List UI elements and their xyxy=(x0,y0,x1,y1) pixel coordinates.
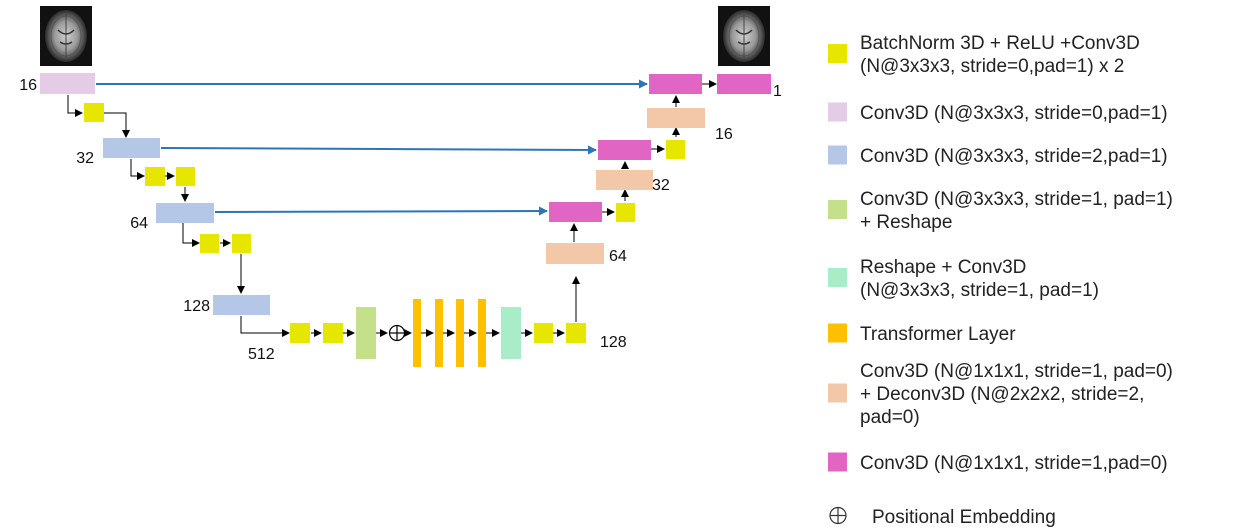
label-enc3: 64 xyxy=(130,215,148,232)
legend-swatch-lilac xyxy=(828,102,847,122)
skip-connections xyxy=(96,79,648,216)
legend-text: + Deconv3D (N@2x2x2, stride=2, xyxy=(860,384,1144,405)
label-dec-bottom: 128 xyxy=(600,334,627,351)
yellow-block xyxy=(616,203,635,222)
legend-item: Positional Embedding xyxy=(829,506,1056,528)
yellow-block xyxy=(290,323,310,343)
legend-item: Reshape + Conv3D(N@3x3x3, stride=1, pad=… xyxy=(828,257,1099,301)
pink-block xyxy=(549,202,602,222)
legend-swatch-peach xyxy=(828,383,847,403)
legend-text: Conv3D (N@3x3x3, stride=1, pad=1) xyxy=(860,189,1173,210)
blue-block xyxy=(213,295,270,315)
transformer-layer xyxy=(413,299,421,367)
legend-text: (N@3x3x3, stride=0,pad=1) x 2 xyxy=(860,56,1124,77)
mint-block xyxy=(501,307,521,359)
legend-swatch-yellow xyxy=(828,44,847,63)
legend-item: Conv3D (N@1x1x1, stride=1,pad=0) xyxy=(828,452,1168,474)
yellow-block xyxy=(176,167,195,186)
legend-swatch-mint xyxy=(828,268,847,287)
yellow-block xyxy=(232,234,251,253)
legend-text: BatchNorm 3D + ReLU +Conv3D xyxy=(860,33,1140,54)
yellow-block xyxy=(84,103,104,122)
yellow-block xyxy=(666,140,685,159)
legend-text: + Reshape xyxy=(860,212,952,233)
label-dec1: 16 xyxy=(715,126,733,143)
yellow-block xyxy=(534,323,553,343)
peach-block xyxy=(546,243,604,264)
transformer-layer xyxy=(435,299,443,367)
pink-block xyxy=(717,74,771,94)
legend-text: Conv3D (N@1x1x1, stride=1, pad=0) xyxy=(860,361,1173,382)
yellow-block xyxy=(200,234,219,253)
legend: BatchNorm 3D + ReLU +Conv3D(N@3x3x3, str… xyxy=(828,33,1173,528)
legend-swatch-pink xyxy=(828,452,847,472)
transformer-layer xyxy=(478,299,486,367)
yellow-block xyxy=(566,323,586,343)
output-brain-image xyxy=(718,6,770,66)
legend-text: pad=0) xyxy=(860,407,920,428)
input-brain-image xyxy=(40,6,92,66)
transformer-layer xyxy=(456,299,464,367)
legend-text: Conv3D (N@3x3x3, stride=0,pad=1) xyxy=(860,103,1168,124)
lilac-conv-block xyxy=(40,73,95,94)
encoder-blocks xyxy=(40,73,270,315)
oplus-icon xyxy=(388,324,406,342)
oplus-icon xyxy=(829,506,847,525)
label-dec2: 32 xyxy=(652,177,670,194)
label-bottleneck: 512 xyxy=(248,346,275,363)
legend-text: (N@3x3x3, stride=1, pad=1) xyxy=(860,280,1099,301)
decoder-blocks xyxy=(546,74,771,264)
legend-swatch-blue xyxy=(828,145,847,165)
legend-text: Reshape + Conv3D xyxy=(860,257,1026,278)
flow-arrows xyxy=(67,80,717,337)
blue-block xyxy=(156,203,214,223)
legend-item: Conv3D (N@3x3x3, stride=2,pad=1) xyxy=(828,145,1168,167)
yellow-block xyxy=(323,323,343,343)
legend-swatch-orange xyxy=(828,323,847,343)
legend-text: Transformer Layer xyxy=(860,324,1016,345)
channel-labels: 16 32 64 128 512 128 64 32 16 1 xyxy=(19,77,782,363)
legend-text: Conv3D (N@1x1x1, stride=1,pad=0) xyxy=(860,453,1168,474)
legend-swatch-lightgreen xyxy=(828,200,847,219)
legend-item: Conv3D (N@3x3x3, stride=0,pad=1) xyxy=(828,102,1168,124)
label-dec3: 64 xyxy=(609,248,627,265)
label-enc2: 32 xyxy=(76,150,94,167)
lightgreen-block xyxy=(356,307,376,359)
bottleneck-blocks xyxy=(290,299,586,367)
pink-block xyxy=(598,140,651,160)
peach-block xyxy=(596,170,653,190)
label-enc4: 128 xyxy=(183,298,210,315)
pink-block xyxy=(649,74,702,94)
legend-text: Conv3D (N@3x3x3, stride=2,pad=1) xyxy=(860,146,1168,167)
yellow-block xyxy=(145,167,165,186)
peach-block xyxy=(647,108,705,128)
legend-item: BatchNorm 3D + ReLU +Conv3D(N@3x3x3, str… xyxy=(828,33,1140,77)
legend-item: Transformer Layer xyxy=(828,323,1016,345)
label-out: 1 xyxy=(773,83,782,100)
legend-text: Positional Embedding xyxy=(872,507,1056,528)
legend-item: Conv3D (N@3x3x3, stride=1, pad=1)+ Resha… xyxy=(828,189,1173,233)
blue-block xyxy=(103,138,160,158)
legend-item: Conv3D (N@1x1x1, stride=1, pad=0)+ Decon… xyxy=(828,361,1173,428)
label-enc1: 16 xyxy=(19,77,37,94)
